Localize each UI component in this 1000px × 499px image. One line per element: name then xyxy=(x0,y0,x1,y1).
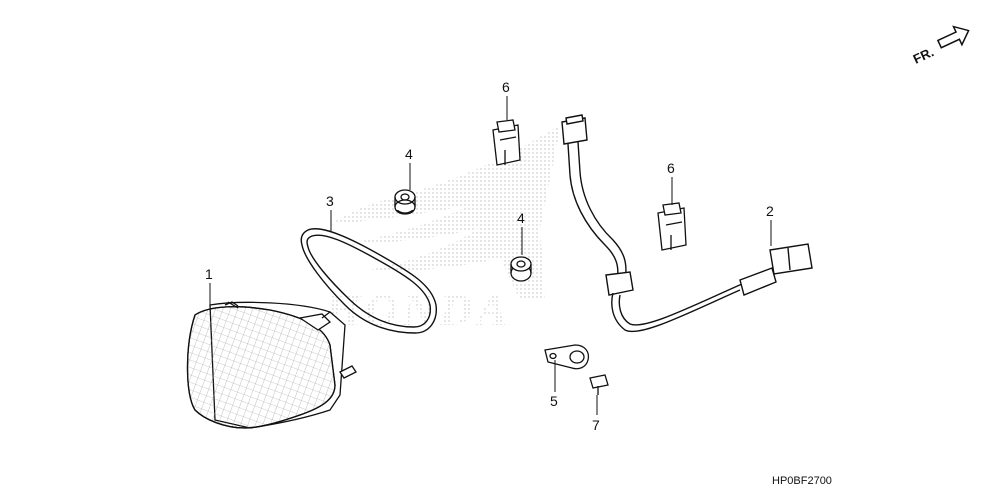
diagram-code: HP0BF2700 xyxy=(772,475,832,487)
honda-wing-watermark: HONDA xyxy=(324,125,560,335)
front-direction-indicator: FR. xyxy=(911,25,970,67)
direction-label: FR. xyxy=(911,44,936,66)
callout-2: 2 xyxy=(766,203,774,219)
bulb-socket-2 xyxy=(657,202,687,251)
taillight-assembly xyxy=(186,301,357,429)
rubber-grommet-1 xyxy=(394,189,416,215)
arrow-icon xyxy=(936,25,970,49)
rubber-grommet-2 xyxy=(510,256,532,282)
callout-5: 5 xyxy=(550,393,558,409)
leader-lines xyxy=(209,96,772,415)
callout-6a: 6 xyxy=(502,79,510,95)
callout-1: 1 xyxy=(205,266,213,282)
callout-7: 7 xyxy=(592,417,600,433)
harness-clamp xyxy=(544,344,590,370)
callout-3: 3 xyxy=(326,193,334,209)
callout-6b: 6 xyxy=(667,160,675,176)
lens-gasket xyxy=(300,228,437,334)
callout-4b: 4 xyxy=(517,210,525,226)
callout-4a: 4 xyxy=(405,146,413,162)
bulb-socket-1 xyxy=(492,119,521,166)
wire-harness xyxy=(561,114,813,333)
screw xyxy=(589,374,609,395)
